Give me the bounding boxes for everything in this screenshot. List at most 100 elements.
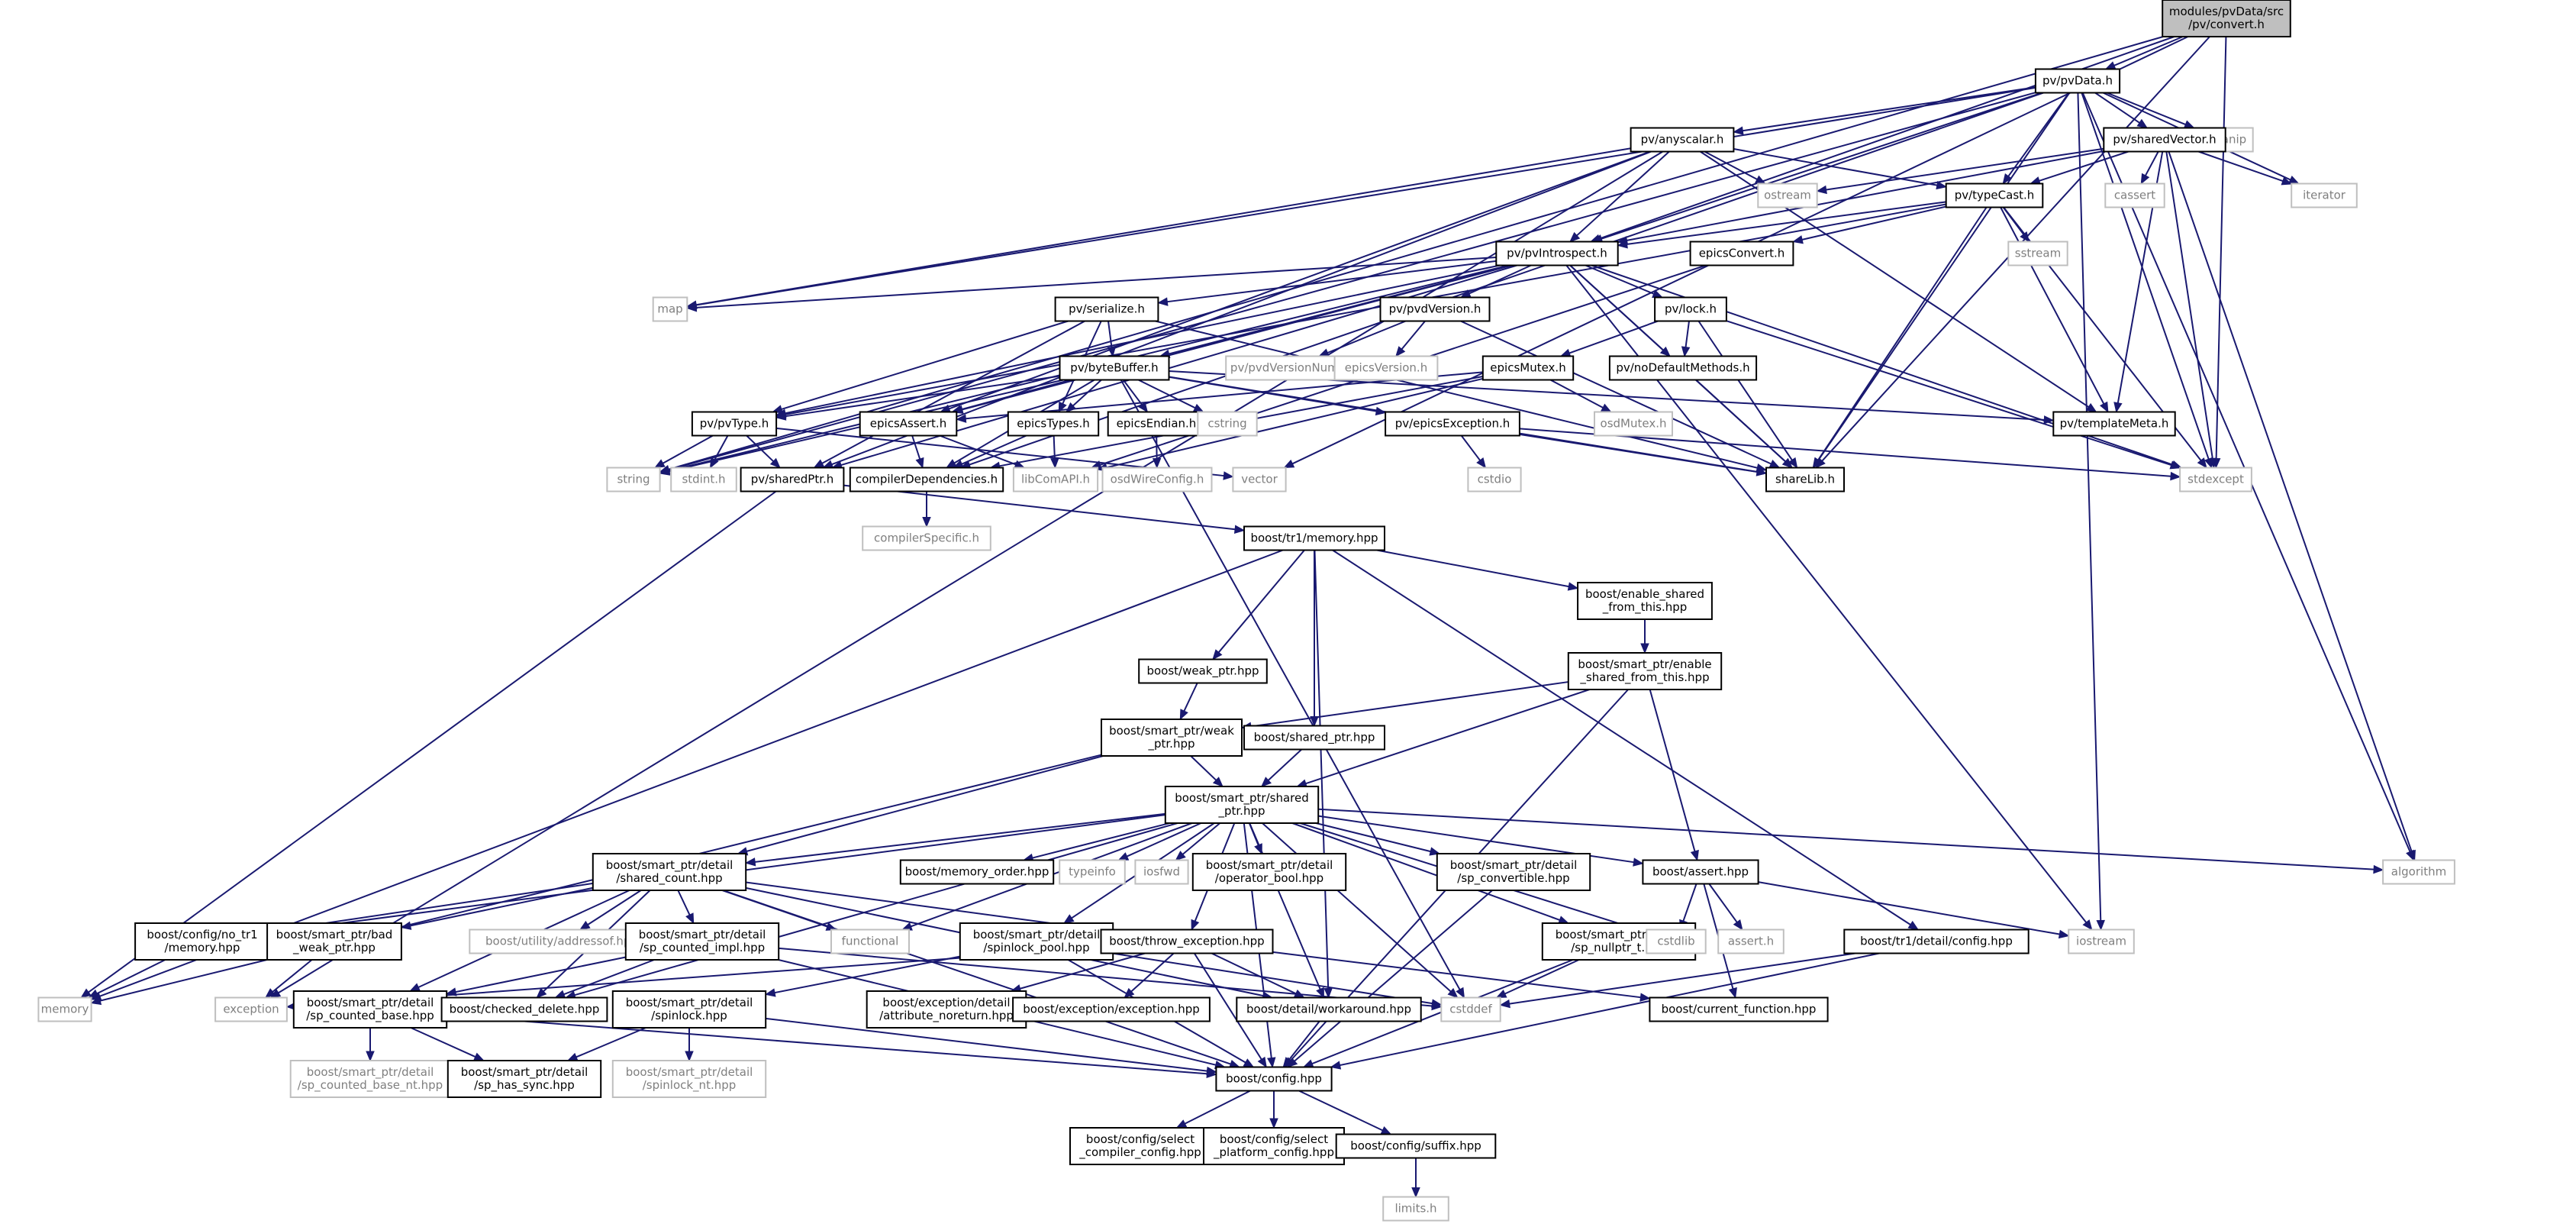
node-sp_weak_ptr[interactable]: boost/smart_ptr/weak_ptr.hpp [1101, 719, 1243, 757]
node-label: /sp_has_sync.hpp [474, 1078, 575, 1093]
edge-pvdVersion-to-shareLib [1460, 320, 1781, 469]
node-box [1333, 355, 1439, 381]
node-sharedVector[interactable]: pv/sharedVector.h [2103, 127, 2226, 153]
edge-pvData-to-typeCast [2002, 92, 2070, 185]
node-box [1225, 355, 1355, 381]
edge-shared_count-to-bad_weak_ptr [400, 887, 594, 930]
node-throw_exception[interactable]: boost/throw_exception.hpp [1100, 928, 1274, 954]
node-box [1138, 658, 1268, 684]
node-sp_convertible[interactable]: boost/smart_ptr/detail/sp_convertible.hp… [1436, 853, 1591, 891]
node-select_compiler[interactable]: boost/config/select_compiler_config.hpp [1069, 1127, 1211, 1165]
node-suffix[interactable]: boost/config/suffix.hpp [1335, 1133, 1497, 1159]
edge-typeCast-to-templateMeta [2000, 207, 2109, 413]
edge-anyscalar-to-ostream [1704, 150, 1766, 185]
node-anyscalar[interactable]: pv/anyscalar.h [1630, 127, 1735, 153]
node-spinlock_pool[interactable]: boost/smart_ptr/detail/spinlock_pool.hpp [959, 922, 1114, 961]
edge-spinlock_pool-to-spinlock [764, 955, 960, 997]
node-enable_shared[interactable]: boost/enable_shared_from_this.hpp [1577, 582, 1713, 620]
node-bad_weak_ptr[interactable]: boost/smart_ptr/bad_weak_ptr.hpp [266, 922, 402, 961]
node-tr1memory[interactable]: boost/tr1/memory.hpp [1243, 525, 1385, 551]
node-box [1467, 467, 1522, 493]
node-checked_delete[interactable]: boost/checked_delete.hpp [440, 996, 608, 1022]
node-sharedPtr[interactable]: pv/sharedPtr.h [740, 467, 845, 493]
edge-lock-to-noDefaultMethods [1681, 321, 1691, 357]
node-root[interactable]: modules/pvData/src/pv/convert.h [2162, 0, 2291, 37]
node-stdint: stdint.h [670, 467, 737, 493]
node-shared_ptr[interactable]: boost/shared_ptr.hpp [1243, 725, 1385, 751]
node-assert[interactable]: boost/assert.hpp [1642, 859, 1759, 885]
node-label: boost/smart_ptr/detail [973, 928, 1101, 942]
node-shareLib[interactable]: shareLib.h [1765, 467, 1845, 493]
node-pvdVersion[interactable]: pv/pvdVersion.h [1379, 296, 1491, 322]
node-label: iostream [2076, 935, 2126, 948]
edge-anyscalar-to-typeCast [1733, 148, 1947, 190]
node-pvType[interactable]: pv/pvType.h [691, 411, 778, 437]
node-current_function[interactable]: boost/current_function.hpp [1649, 996, 1829, 1022]
node-spinlock[interactable]: boost/smart_ptr/detail/spinlock.hpp [611, 990, 767, 1029]
edge-sp_counted_impl-to-sp_counted_base [445, 956, 627, 996]
node-label: iosfwd [1143, 865, 1180, 879]
node-lock[interactable]: pv/lock.h [1654, 296, 1727, 322]
node-shared_count[interactable]: boost/smart_ptr/detail/shared_count.hpp [592, 853, 747, 891]
node-no_tr1[interactable]: boost/config/no_tr1/memory.hpp [134, 922, 270, 961]
edge-noDefaultMethods-to-shareLib [1695, 379, 1793, 469]
node-epicsAssert[interactable]: epicsAssert.h [859, 411, 958, 437]
node-tr1_config[interactable]: boost/tr1/detail/config.hpp [1843, 928, 2030, 954]
node-box [1134, 859, 1189, 885]
node-string: string [606, 467, 661, 493]
node-label: boost/weak_ptr.hpp [1146, 664, 1259, 679]
edge-suffix-to-limits [1411, 1158, 1420, 1198]
node-attribute_noreturn[interactable]: boost/exception/detail/attribute_noretur… [866, 990, 1027, 1029]
node-box [214, 996, 288, 1022]
node-compilerDependencies[interactable]: compilerDependencies.h [849, 467, 1004, 493]
node-box [2104, 182, 2165, 208]
node-config[interactable]: boost/config.hpp [1215, 1066, 1333, 1092]
node-label: /sp_counted_base_nt.hpp [298, 1078, 443, 1093]
node-workaround[interactable]: boost/detail/workaround.hpp [1236, 996, 1422, 1022]
node-sp_shared_ptr[interactable]: boost/smart_ptr/shared_ptr.hpp [1164, 786, 1320, 824]
edge-tr1memory-to-workaround [1314, 550, 1333, 999]
node-box [1654, 296, 1727, 322]
node-epicsTypes[interactable]: epicsTypes.h [1007, 411, 1100, 437]
node-byteBuffer[interactable]: pv/byteBuffer.h [1059, 355, 1170, 381]
edge-sharedPtr-to-tr1memory [843, 484, 1246, 534]
edge-sp_shared_ptr-to-memory_order [1022, 822, 1170, 863]
node-label: /operator_bool.hpp [1215, 871, 1323, 886]
node-pvIntrospect[interactable]: pv/pvIntrospect.h [1495, 241, 1619, 266]
edge-sharedPtr-to-memory [80, 490, 777, 999]
node-sp_counted_impl[interactable]: boost/smart_ptr/detail/sp_counted_impl.h… [624, 922, 780, 961]
node-epicsEndian[interactable]: epicsEndian.h [1107, 411, 1206, 437]
node-operator_bool[interactable]: boost/smart_ptr/detail/operator_bool.hpp [1191, 853, 1347, 891]
node-label: boost/exception/detail [882, 996, 1010, 1009]
node-epicsConvert[interactable]: epicsConvert.h [1689, 241, 1794, 266]
edge-throw_exception-to-current_function [1272, 951, 1651, 1002]
edge-sharedVector-to-iterator [2198, 150, 2293, 186]
node-sp_has_sync[interactable]: boost/smart_ptr/detail/sp_has_sync.hpp [447, 1060, 602, 1098]
node-typeinfo: typeinfo [1059, 859, 1126, 885]
node-sp_counted_base[interactable]: boost/smart_ptr/detail/sp_counted_base.h… [292, 990, 448, 1029]
node-serialize[interactable]: pv/serialize.h [1054, 296, 1159, 322]
node-select_platform[interactable]: boost/config/select_platform_config.hpp [1203, 1127, 1345, 1165]
node-memory_order[interactable]: boost/memory_order.hpp [899, 859, 1055, 885]
node-box [37, 996, 92, 1022]
node-box [1646, 928, 1707, 954]
node-sp_nullptr_t[interactable]: boost/smart_ptr/detail/sp_nullptr_t.hpp [1541, 922, 1697, 961]
node-label: boost/tr1/detail/config.hpp [1860, 935, 2013, 948]
node-templateMeta[interactable]: pv/templateMeta.h [2052, 411, 2176, 437]
node-epicsMutex[interactable]: epicsMutex.h [1481, 355, 1575, 381]
node-box [959, 922, 1114, 961]
node-weak_ptr[interactable]: boost/weak_ptr.hpp [1138, 658, 1268, 684]
node-pvData[interactable]: pv/pvData.h [2034, 68, 2121, 94]
edge-config-to-select_compiler [1175, 1090, 1251, 1129]
edge-sp_counted_base-to-sp_counted_base_nt [366, 1028, 375, 1062]
node-exception_hpp[interactable]: boost/exception/exception.hpp [1012, 996, 1211, 1022]
edge-pvdVersion-to-epicsVersion [1395, 320, 1426, 357]
node-typeCast[interactable]: pv/typeCast.h [1945, 182, 2044, 208]
node-noDefaultMethods[interactable]: pv/noDefaultMethods.h [1608, 355, 1758, 381]
edge-shared_count-to-addressof [579, 890, 642, 931]
edge-sp_weak_ptr-to-sp_shared_ptr [1190, 755, 1224, 787]
node-label: /spinlock_pool.hpp [983, 941, 1089, 955]
node-box [1101, 719, 1243, 757]
node-sp_enable_shared[interactable]: boost/smart_ptr/enable_shared_from_this.… [1567, 652, 1723, 690]
node-epicsException[interactable]: pv/epicsException.h [1385, 411, 1520, 437]
